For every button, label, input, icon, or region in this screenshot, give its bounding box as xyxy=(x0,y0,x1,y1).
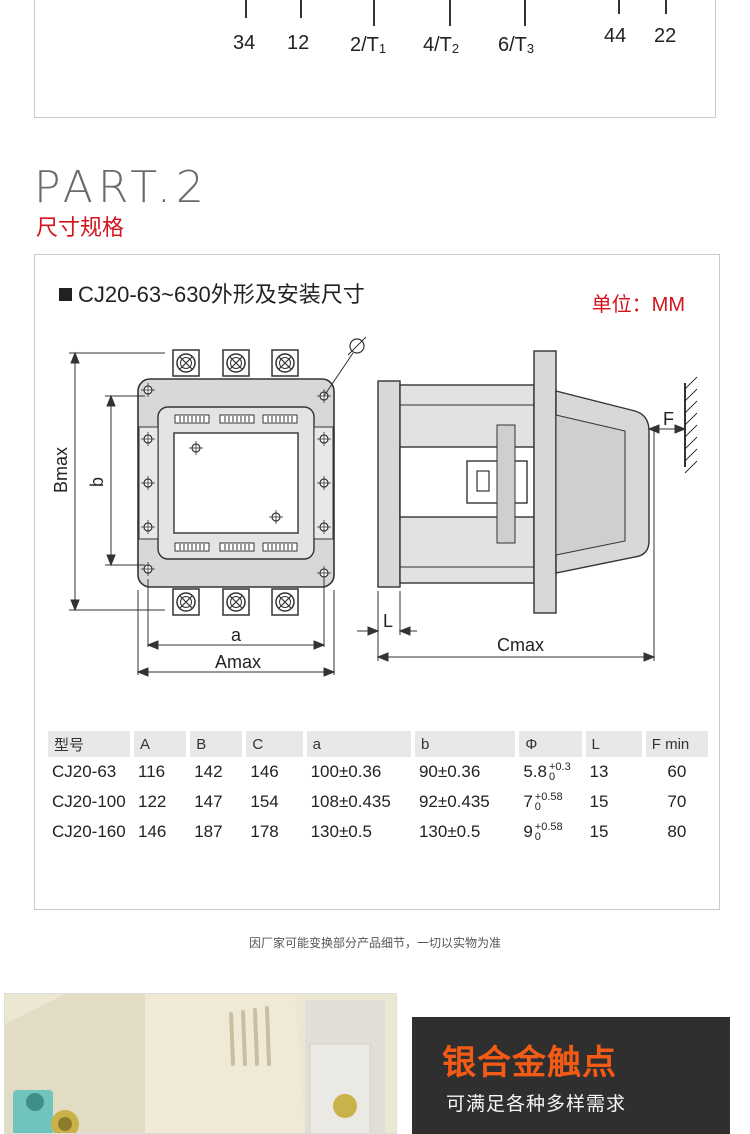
cell-a: 146 xyxy=(138,822,167,841)
front-view xyxy=(137,349,335,616)
side-dimensions xyxy=(357,424,687,662)
unit-label: 单位：MM xyxy=(591,294,685,316)
terminal-label: 12 xyxy=(287,32,310,54)
cell-b-small: 92±0.435 xyxy=(418,792,490,811)
cell-a-small: 100±0.36 xyxy=(310,762,382,781)
cell-model: CJ20-160 xyxy=(52,822,126,841)
disclaimer-note: 因厂家可能变换部分产品细节，一切以实物为准 xyxy=(248,936,501,950)
terminal-lead xyxy=(449,0,451,26)
front-dimensions xyxy=(69,336,367,677)
side-view xyxy=(377,350,698,614)
cell-f: 70 xyxy=(667,792,687,811)
bmax-label: Bmax xyxy=(51,446,71,493)
cmax-label: Cmax xyxy=(497,635,545,655)
col-header: b xyxy=(414,731,516,757)
terminal-lead xyxy=(618,0,620,14)
amax-label: Amax xyxy=(215,652,262,672)
col-header: B xyxy=(190,731,243,757)
col-header: a xyxy=(306,731,411,757)
cell-model: CJ20-63 xyxy=(52,762,117,781)
terminal-label: 6/T3 xyxy=(498,34,535,56)
dimension-spec-panel: CJ20-63~630外形及安装尺寸 单位：MM xyxy=(34,254,720,910)
col-header: F min xyxy=(645,731,708,757)
col-header: L xyxy=(585,731,642,757)
outline-drawing xyxy=(69,336,698,677)
promo-card: 银合金触点 可满足各种多样需求 xyxy=(412,1017,730,1134)
col-header: Φ xyxy=(519,731,582,757)
terminal-lead xyxy=(300,0,302,18)
b-label: b xyxy=(87,476,107,487)
product-photo xyxy=(4,993,397,1134)
cell-a-small: 108±0.435 xyxy=(310,792,391,811)
l-label: L xyxy=(383,611,394,631)
feature-promo: 银合金触点 可满足各种多样需求 xyxy=(404,993,750,1134)
cell-model: CJ20-100 xyxy=(52,792,126,811)
cell-l: 13 xyxy=(589,762,609,781)
section-subtitle: 尺寸规格 xyxy=(36,215,125,240)
cell-b: 187 xyxy=(194,822,223,841)
terminal-label: 2/T1 xyxy=(350,34,387,56)
promo-subtitle: 可满足各种多样需求 xyxy=(446,1094,627,1115)
dimension-table: 型号 A B C a b Φ L F min CJ20-63 116 142 1… xyxy=(44,731,712,847)
f-label: F xyxy=(663,409,674,429)
terminal-lead xyxy=(665,0,667,14)
contactor-closeup-image xyxy=(5,994,396,1133)
terminal-label: 44 xyxy=(604,25,627,47)
wiring-diagram-panel xyxy=(34,0,716,118)
terminal-label: 34 xyxy=(233,32,256,54)
cell-c: 178 xyxy=(250,822,279,841)
cell-a: 122 xyxy=(138,792,167,811)
terminal-label: 4/T2 xyxy=(423,34,460,56)
terminal-lead xyxy=(373,0,375,26)
cell-f: 60 xyxy=(667,762,687,781)
terminal-label: 22 xyxy=(654,25,677,47)
terminal-lead xyxy=(245,0,247,18)
cell-a-small: 130±0.5 xyxy=(310,822,372,841)
cell-l: 15 xyxy=(589,792,609,811)
cell-l: 15 xyxy=(589,822,609,841)
table-row: CJ20-160 146 187 178 130±0.5 130±0.5 9+0… xyxy=(48,817,708,847)
a-label: a xyxy=(231,625,242,645)
cell-b: 142 xyxy=(194,762,223,781)
section-title: PART.2 xyxy=(34,162,209,213)
terminal-lead xyxy=(524,0,526,26)
cell-b-small: 90±0.36 xyxy=(418,762,481,781)
cell-b-small: 130±0.5 xyxy=(418,822,481,841)
col-header: C xyxy=(246,731,303,757)
cell-b: 147 xyxy=(194,792,223,811)
cell-c: 146 xyxy=(250,762,279,781)
col-header: A xyxy=(134,731,187,757)
table-row: CJ20-100 122 147 154 108±0.435 92±0.435 … xyxy=(48,787,708,817)
col-header: 型号 xyxy=(48,731,131,757)
promo-title: 银合金触点 xyxy=(442,1044,617,1082)
table-header-row: 型号 A B C a b Φ L F min xyxy=(48,731,708,757)
cell-a: 116 xyxy=(138,762,166,781)
table-row: CJ20-63 116 142 146 100±0.36 90±0.36 5.8… xyxy=(48,757,708,787)
cell-f: 80 xyxy=(667,822,687,841)
cell-c: 154 xyxy=(250,792,279,811)
spec-heading: CJ20-63~630外形及安装尺寸 xyxy=(59,277,365,309)
square-bullet-icon xyxy=(59,288,72,301)
